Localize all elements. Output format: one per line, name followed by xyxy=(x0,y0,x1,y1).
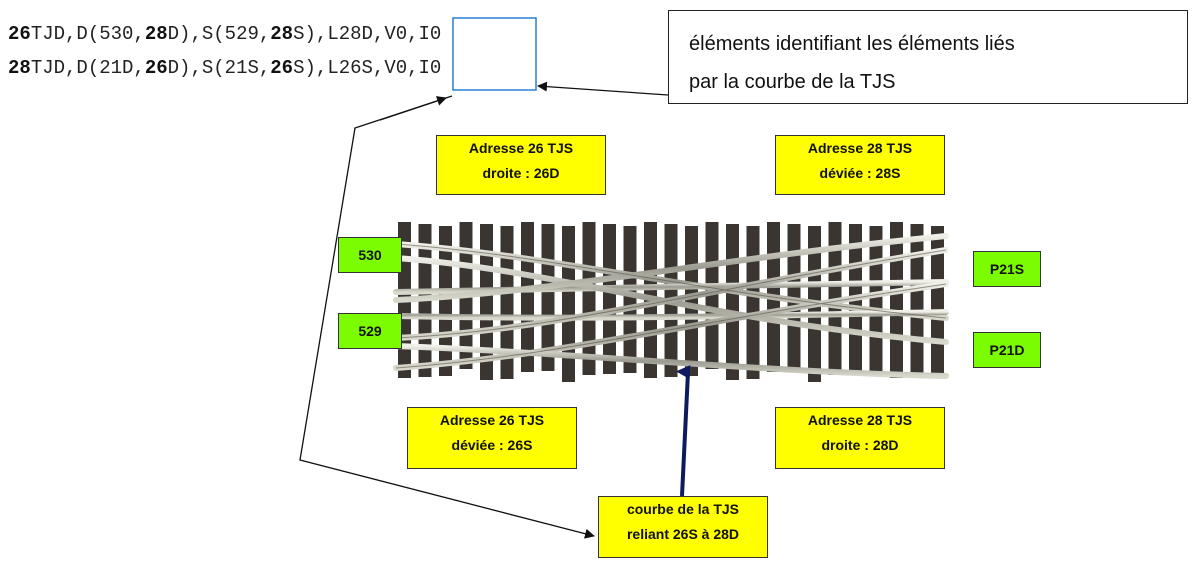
track-sleeper xyxy=(685,226,698,376)
navy-arrow-to-curve xyxy=(676,365,691,497)
track-530: 530 xyxy=(338,237,402,273)
arrow-callout-to-link xyxy=(537,81,669,96)
track-529: 529 xyxy=(338,313,402,349)
callout-line-1: éléments identifiant les éléments liés xyxy=(689,33,1015,55)
track-p21d: P21D xyxy=(973,332,1041,368)
track-sleeper xyxy=(726,224,739,380)
callout-box: éléments identifiant les éléments liés p… xyxy=(668,10,1188,104)
track-sleeper xyxy=(705,222,719,369)
arrow-loop-to-code xyxy=(379,96,447,121)
track-sleeper xyxy=(910,224,924,377)
track-sleeper xyxy=(521,222,534,372)
code-line-28: 28TJD,D(21D,26D),S(21S,26S),L26S,V0,I0 xyxy=(8,57,442,79)
track-sleeper xyxy=(480,224,493,380)
link-l26s: L26S, xyxy=(327,57,385,79)
link-l28d: L28D, xyxy=(327,23,385,45)
track-sleeper xyxy=(623,226,637,373)
track-sleeper xyxy=(582,222,596,375)
callout-line-2: par la courbe de la TJS xyxy=(689,71,896,93)
turnout-photo xyxy=(393,214,949,388)
track-sleeper xyxy=(603,224,616,374)
code-line-26: 26TJD,D(530,28D),S(529,28S),L28D,V0,I0 xyxy=(8,23,442,45)
track-sleeper xyxy=(746,226,760,379)
link-highlight-box xyxy=(452,17,537,91)
track-sleeper xyxy=(890,222,903,378)
track-sleeper xyxy=(869,226,883,373)
track-p21s: P21S xyxy=(973,251,1041,287)
track-sleeper xyxy=(500,226,514,379)
